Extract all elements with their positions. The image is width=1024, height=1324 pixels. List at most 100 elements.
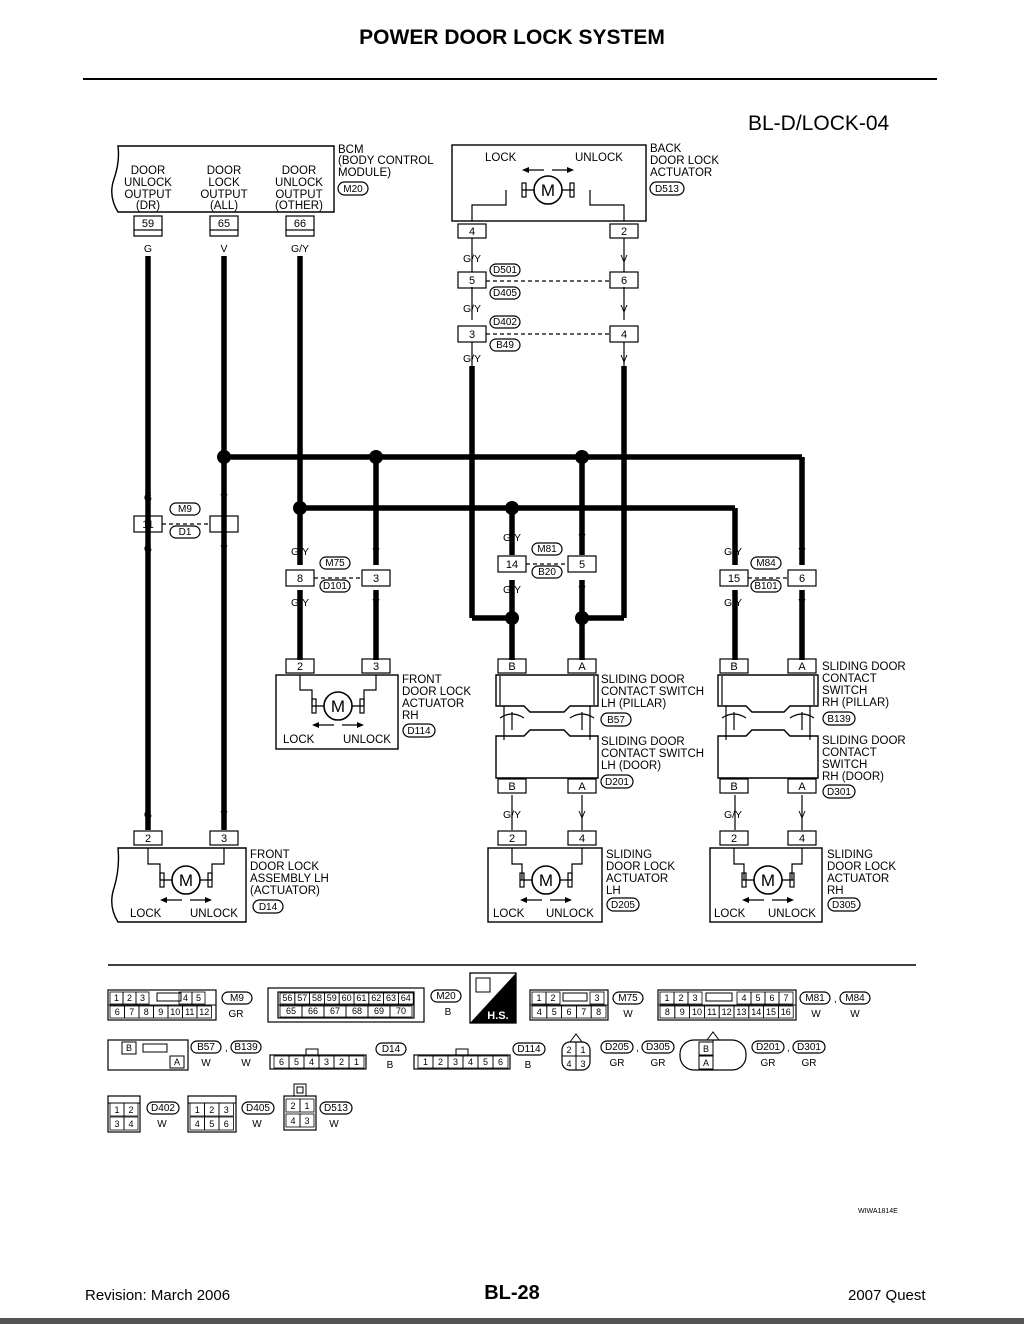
legend-pin-number: 4 — [183, 993, 188, 1003]
bcm-module: DOOR UNLOCK OUTPUT (DR) DOOR LOCK OUTPUT… — [111, 144, 434, 213]
svg-text:3: 3 — [373, 573, 379, 585]
svg-text:D201: D201 — [605, 777, 629, 788]
legend-pin-number: 3 — [692, 993, 697, 1003]
legend-pin-number: 11 — [185, 1007, 194, 1017]
legend-pin-number: 6 — [769, 993, 774, 1003]
svg-text:LOCK: LOCK — [208, 177, 240, 189]
svg-text:SLIDING: SLIDING — [827, 849, 873, 861]
svg-text:UNLOCK: UNLOCK — [575, 152, 623, 164]
svg-text:ACTUATOR: ACTUATOR — [650, 167, 712, 179]
svg-text:GR: GR — [802, 1058, 817, 1069]
svg-text:LOCK: LOCK — [714, 908, 746, 920]
svg-text:D301: D301 — [797, 1042, 821, 1053]
legend-pin-number: 2 — [209, 1105, 214, 1115]
legend-pin-number: 5 — [552, 1007, 557, 1017]
svg-text:CONTACT SWITCH: CONTACT SWITCH — [601, 748, 704, 760]
svg-text:M: M — [179, 871, 193, 890]
svg-text:2: 2 — [731, 833, 737, 845]
legend-pin-cell — [389, 1005, 413, 1018]
legend-pin-number: 1 — [114, 1105, 119, 1115]
svg-text:GR: GR — [651, 1058, 666, 1069]
legend-pin-cell — [778, 991, 794, 1005]
legend-pin-cell — [397, 992, 414, 1005]
svg-text:G/Y: G/Y — [291, 243, 309, 255]
svg-text:W: W — [623, 1009, 633, 1020]
svg-text:V: V — [798, 597, 805, 609]
svg-text:CONTACT: CONTACT — [822, 747, 877, 759]
svg-text:B: B — [126, 1043, 132, 1053]
svg-text:LOCK: LOCK — [130, 908, 162, 920]
svg-text:OUTPUT: OUTPUT — [275, 189, 322, 201]
svg-text:B: B — [730, 661, 737, 673]
svg-text:V: V — [578, 532, 585, 544]
legend-pin-cell — [299, 1113, 315, 1128]
svg-text:6: 6 — [621, 275, 627, 287]
page-title: POWER DOOR LOCK SYSTEM — [359, 26, 665, 49]
title-rule — [83, 78, 937, 80]
connector-m9-d1: G V 11 4 M9 D1 G V — [133, 492, 239, 555]
svg-text:W: W — [329, 1119, 339, 1130]
svg-text:UNLOCK: UNLOCK — [190, 908, 238, 920]
svg-text:SLIDING: SLIDING — [606, 849, 652, 861]
svg-text:D101: D101 — [323, 581, 347, 592]
svg-text:UNLOCK: UNLOCK — [275, 177, 323, 189]
legend-pin-number: 15 — [766, 1007, 776, 1017]
svg-text:G/Y: G/Y — [503, 584, 521, 596]
legend-pin-cell — [299, 1098, 315, 1113]
svg-text:B57: B57 — [607, 715, 625, 726]
legend-pin-number: 3 — [324, 1057, 329, 1067]
svg-text:4: 4 — [566, 1059, 571, 1069]
svg-text:D1: D1 — [179, 527, 192, 538]
legend-pin-number: 67 — [330, 1006, 340, 1016]
svg-text:CONTACT: CONTACT — [822, 673, 877, 685]
legend-pin-number: 7 — [581, 1007, 586, 1017]
legend-pin-number: 4 — [195, 1119, 200, 1129]
svg-text:W: W — [241, 1058, 251, 1069]
svg-text:B20: B20 — [538, 567, 556, 578]
svg-text:4: 4 — [621, 329, 627, 341]
legend-pin-number: 64 — [401, 993, 411, 1003]
legend-pin-number: 1 — [664, 993, 669, 1003]
legend-pin-number: 3 — [594, 993, 599, 1003]
svg-text:G: G — [144, 809, 152, 821]
svg-text:BCM: BCM — [338, 144, 364, 156]
svg-text:D501: D501 — [493, 265, 517, 276]
svg-text:B: B — [525, 1060, 532, 1071]
svg-text:LH (DOOR): LH (DOOR) — [601, 760, 661, 772]
sliding-door-lock-actuator-rh: 2 4 M LOCK UNLOCK SLIDING DOOR LOCK ACTU… — [709, 830, 896, 923]
legend-pin-number: 1 — [354, 1057, 359, 1067]
legend-pin-number: 1 — [195, 1105, 200, 1115]
svg-text:2: 2 — [621, 226, 627, 238]
svg-text:G/Y: G/Y — [724, 809, 742, 821]
svg-text:G: G — [144, 243, 152, 255]
svg-text:B: B — [387, 1060, 394, 1071]
svg-text:V: V — [798, 809, 805, 821]
legend-pin-number: 8 — [144, 1007, 149, 1017]
legend-pin-cell — [135, 991, 150, 1005]
svg-text:59: 59 — [142, 218, 154, 230]
legend-pin-number: 61 — [356, 993, 366, 1003]
figure-code: WIWA1814E — [858, 1208, 898, 1215]
svg-text:OUTPUT: OUTPUT — [124, 189, 171, 201]
legend-pin-cell — [545, 991, 561, 1005]
legend-pin-number: 2 — [678, 993, 683, 1003]
legend-pin-number: 6 — [224, 1119, 229, 1129]
connector-m75-d101: G/Y V 8 3 M75 D101 G/Y V — [285, 546, 391, 609]
svg-text:B57: B57 — [197, 1042, 215, 1053]
svg-text:W: W — [252, 1119, 262, 1130]
svg-text:SLIDING DOOR: SLIDING DOOR — [822, 735, 906, 747]
svg-text:G/Y: G/Y — [463, 303, 481, 315]
svg-text:V: V — [798, 546, 805, 558]
svg-text:15: 15 — [728, 573, 740, 585]
svg-text:UNLOCK: UNLOCK — [768, 908, 816, 920]
svg-text:W: W — [850, 1009, 860, 1020]
svg-text:,: , — [834, 994, 837, 1005]
legend-pin-number: 65 — [286, 1006, 296, 1016]
svg-text:5: 5 — [579, 559, 585, 571]
legend-pin-number: 63 — [386, 993, 396, 1003]
